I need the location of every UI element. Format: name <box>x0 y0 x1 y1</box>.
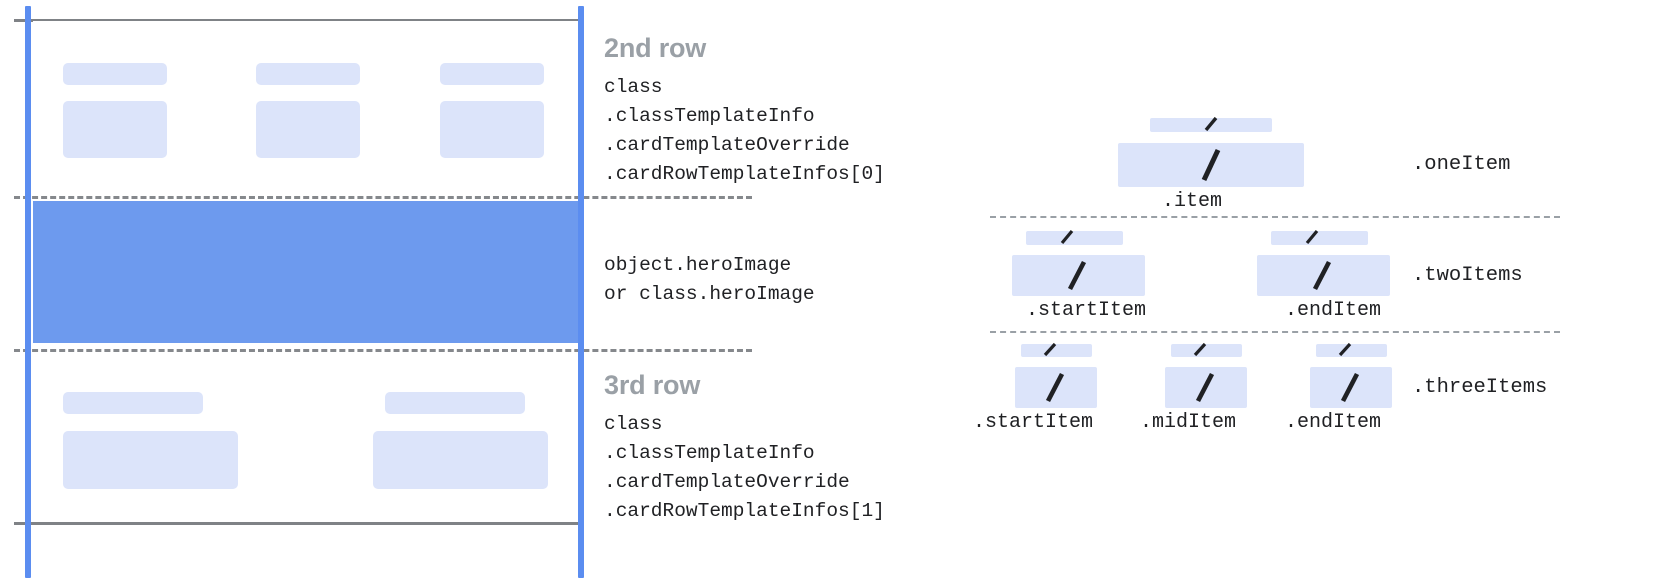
second-row-label-placeholder-2 <box>256 63 360 85</box>
card-template-rows-diagram <box>0 0 752 584</box>
third-row-label-placeholder-2 <box>385 392 525 414</box>
two-items-group-label: .twoItems <box>1412 264 1523 287</box>
hero-image-band <box>33 201 581 343</box>
start-item-cap-placeholder <box>1021 344 1092 357</box>
second-row-code-path: class .classTemplateInfo .cardTemplateOv… <box>604 76 885 185</box>
item-label: .item <box>1162 190 1223 213</box>
second-row-title: 2nd row <box>604 33 707 63</box>
hero-image-code-path: object.heroImage or class.heroImage <box>604 254 815 305</box>
card-bottom-boundary-line <box>14 522 584 525</box>
third-row-title: 3rd row <box>604 370 701 400</box>
two-items-start-cell: .startItem <box>1012 229 1147 331</box>
second-row-label-placeholder-1 <box>63 63 167 85</box>
start-item-slash-icon <box>1060 229 1087 291</box>
hero-bottom-divider <box>14 349 752 352</box>
row-item-layout-diagram: .item .oneItem .startItem .endItem .twoI… <box>960 0 1676 584</box>
one-two-item-divider <box>990 216 1560 218</box>
mid-item-slash-icon <box>1193 342 1215 403</box>
three-items-mid-cell: .midItem <box>1140 342 1247 444</box>
second-row-value-placeholder-2 <box>256 101 360 158</box>
two-three-item-divider <box>990 331 1560 333</box>
end-item-cap-placeholder <box>1271 231 1368 245</box>
start-item-cap-placeholder <box>1026 231 1123 245</box>
three-items-start-cell: .startItem <box>973 342 1097 444</box>
end-item-label: .endItem <box>1285 299 1382 322</box>
end-item-label: .endItem <box>1285 411 1382 434</box>
two-items-end-cell: .endItem <box>1257 229 1390 331</box>
second-row-body <box>33 21 581 196</box>
end-item-cap-placeholder <box>1316 344 1387 357</box>
one-item-group-label: .oneItem <box>1412 153 1511 176</box>
card-top-boundary-line <box>14 19 584 22</box>
three-items-group-label: .threeItems <box>1412 376 1548 399</box>
end-item-slash-icon <box>1305 229 1332 291</box>
mid-item-label: .midItem <box>1140 411 1237 434</box>
one-item-group: .item <box>1118 116 1304 218</box>
mid-item-cap-placeholder <box>1171 344 1242 357</box>
third-row-value-placeholder-1 <box>63 431 238 489</box>
third-row-body <box>33 352 581 522</box>
start-item-label: .startItem <box>973 411 1094 434</box>
third-row-code-path: class .classTemplateInfo .cardTemplateOv… <box>604 413 885 522</box>
second-row-value-placeholder-1 <box>63 101 167 158</box>
three-items-end-cell: .endItem <box>1285 342 1392 444</box>
card-right-edge-guide <box>578 6 584 578</box>
end-item-slash-icon <box>1338 342 1360 403</box>
second-row-value-placeholder-3 <box>440 101 544 158</box>
start-item-slash-icon <box>1043 342 1065 403</box>
third-row-value-placeholder-2 <box>373 431 548 489</box>
second-row-label-placeholder-3 <box>440 63 544 85</box>
start-item-label: .startItem <box>1026 299 1147 322</box>
card-left-edge-guide <box>25 6 31 578</box>
third-row-label-placeholder-1 <box>63 392 203 414</box>
item-slash-icon <box>1201 116 1221 182</box>
hero-top-divider <box>14 196 752 199</box>
